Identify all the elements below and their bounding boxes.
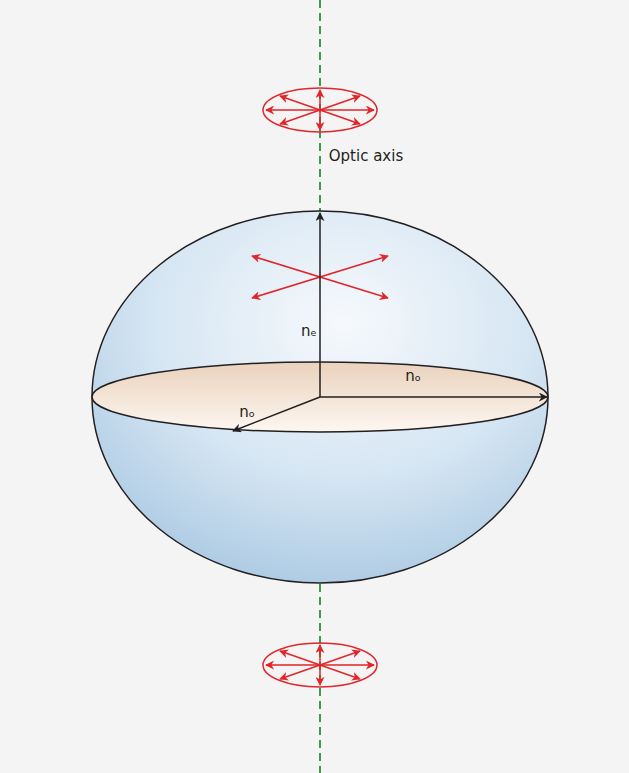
polarization-arrow [280, 651, 360, 679]
polarization-ellipse [263, 88, 377, 132]
optic-axis-line [319, 0, 321, 212]
polarization-ellipse [263, 643, 377, 687]
axis-label: Optic axis [329, 148, 403, 165]
polarization-arrow [280, 651, 360, 679]
optic-axis-line [319, 584, 321, 773]
axis-arrow [319, 213, 321, 397]
index-label: nₒ [239, 404, 255, 421]
index-label: nₒ [405, 368, 421, 385]
index-label: nₑ [301, 323, 317, 340]
polarization-arrow [280, 96, 360, 124]
axis-arrow [320, 396, 547, 398]
axis-arrow [233, 397, 320, 431]
polarization-arrow [280, 96, 360, 124]
index-ellipsoid [92, 211, 548, 583]
polarization-symbol [263, 88, 377, 132]
polarization-symbol [263, 643, 377, 687]
